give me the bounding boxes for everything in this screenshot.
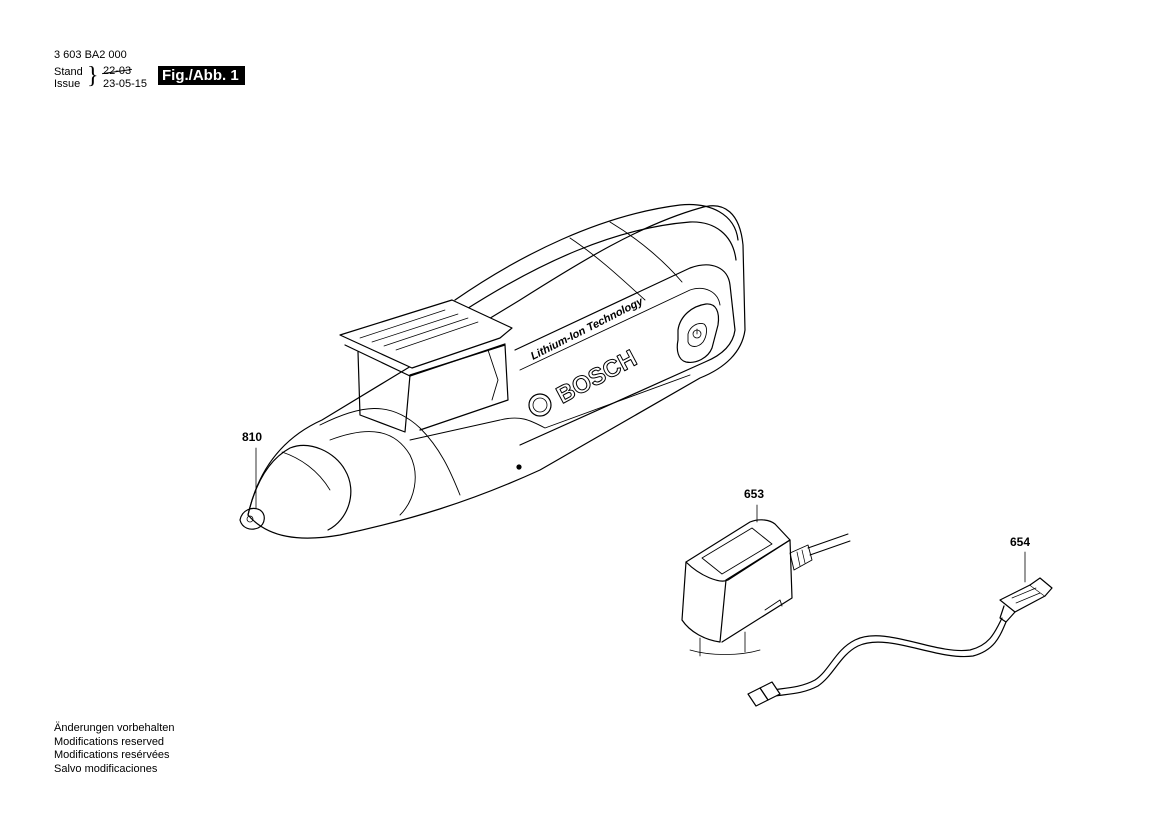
- glue-pen-illustration: BOSCH Lithium-Ion Technology: [239, 203, 746, 539]
- brace-glyph: }: [87, 63, 99, 89]
- modification-notice: Änderungen vorbehalten Modifications res…: [54, 722, 174, 776]
- stand-label: Stand: [54, 66, 83, 78]
- issue-label: Issue: [54, 78, 81, 90]
- notice-line-es: Salvo modificaciones: [54, 762, 158, 775]
- charger-illustration: [681, 504, 851, 657]
- part-number-653: 653: [744, 487, 765, 501]
- document-number: 3 603 BA2 000: [54, 49, 127, 61]
- part-number-810: 810: [242, 430, 263, 444]
- brand-logo-text: BOSCH: [552, 345, 641, 410]
- notice-line-fr: Modifications resérvées: [54, 749, 170, 761]
- part-number-654: 654: [1010, 535, 1031, 549]
- notice-line-de: Änderungen vorbehalten: [54, 722, 175, 734]
- cable-illustration: [747, 551, 1053, 707]
- notice-line-en: Modifications reserved: [54, 735, 165, 748]
- figure-badge: Fig./Abb. 1: [158, 66, 245, 85]
- issue-date: 23-05-15: [103, 78, 148, 90]
